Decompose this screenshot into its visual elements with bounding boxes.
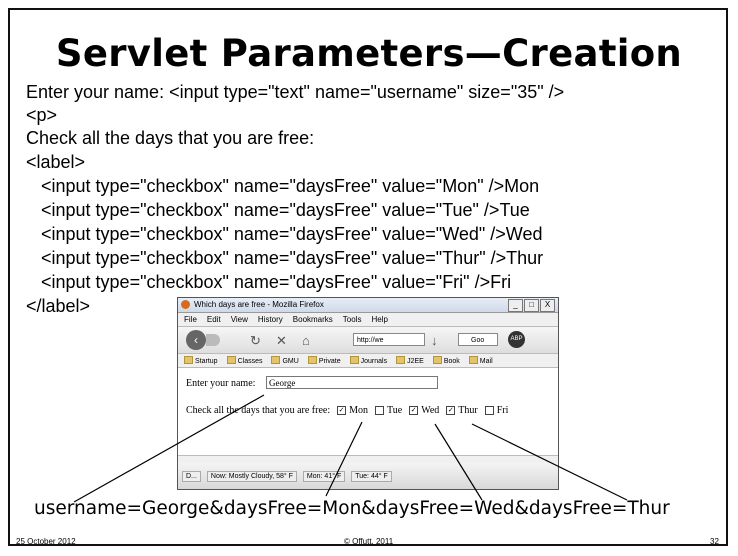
footer-date: 25 October 2012 <box>16 537 76 546</box>
downloads-icon[interactable]: ↓ <box>431 333 438 348</box>
browser-titlebar: Which days are free - Mozilla Firefox _ … <box>178 298 558 313</box>
search-field[interactable]: Goo <box>458 333 498 346</box>
page-number: 32 <box>710 537 719 546</box>
status-item: Mon: 41° F <box>302 470 346 482</box>
day-label: Mon <box>349 405 369 416</box>
arrow-wed <box>434 423 483 501</box>
day-label: Wed <box>421 405 440 416</box>
code-line: Check all the days that you are free: <box>26 128 315 148</box>
query-string: username=George&daysFree=Mon&daysFree=We… <box>34 498 670 519</box>
day-label: Thur <box>458 405 478 416</box>
code-line: <p> <box>26 105 58 125</box>
username-field[interactable]: George <box>266 376 438 389</box>
menu-view[interactable]: View <box>230 315 248 324</box>
firefox-icon <box>181 300 190 309</box>
status-item: Tue: 44° F <box>351 470 392 482</box>
window-title: Which days are free - Mozilla Firefox <box>194 300 324 309</box>
page-content: Enter your name: George Check all the da… <box>178 368 558 456</box>
back-icon[interactable]: ‹ <box>186 330 206 350</box>
status-item: Now: Mostly Cloudy, 58° F <box>206 470 297 482</box>
menu-file[interactable]: File <box>184 315 197 324</box>
code-line: <input type="checkbox" name="daysFree" v… <box>26 224 543 244</box>
bookmark-item[interactable]: Private <box>308 356 341 365</box>
forward-icon[interactable] <box>206 334 220 346</box>
day-label: Tue <box>387 405 403 416</box>
menu-edit[interactable]: Edit <box>206 315 221 324</box>
bookmarks-bar: Startup Classes GMU Private Journals J2E… <box>178 354 558 368</box>
days-label: Check all the days that you are free: <box>186 405 331 416</box>
status-bar: D... Now: Mostly Cloudy, 58° F Mon: 41° … <box>178 463 558 489</box>
arrow-username <box>73 394 265 503</box>
days-row: Check all the days that you are free: ✓M… <box>186 405 508 416</box>
reload-icon[interactable]: ↻ <box>250 333 261 348</box>
adblock-icon[interactable]: ABP <box>508 331 525 348</box>
checkbox-wed[interactable]: ✓ <box>409 406 419 415</box>
bookmark-item[interactable]: GMU <box>271 356 298 365</box>
bookmark-item[interactable]: Journals <box>350 356 387 365</box>
nav-toolbar: ‹ ↻ ✕ ⌂ http://we ↓ Goo ABP <box>178 327 558 354</box>
maximize-button[interactable]: □ <box>524 299 539 312</box>
footer-copyright: © Offutt, 2011 <box>344 537 394 546</box>
minimize-button[interactable]: _ <box>508 299 523 312</box>
menu-bar: File Edit View History Bookmarks Tools H… <box>178 313 558 327</box>
menu-bookmarks[interactable]: Bookmarks <box>292 315 333 324</box>
checkbox-fri[interactable] <box>484 406 494 415</box>
url-field[interactable]: http://we <box>353 333 425 346</box>
code-line: Enter your name: <input type="text" name… <box>26 82 565 102</box>
code-line: <input type="checkbox" name="daysFree" v… <box>26 248 544 268</box>
code-line: <input type="checkbox" name="daysFree" v… <box>26 200 530 220</box>
arrow-mon <box>325 421 363 497</box>
browser-screenshot: Which days are free - Mozilla Firefox _ … <box>177 297 559 490</box>
bookmark-item[interactable]: Startup <box>184 356 218 365</box>
home-icon[interactable]: ⌂ <box>302 333 310 348</box>
bookmark-item[interactable]: Book <box>433 356 460 365</box>
checkbox-thur[interactable]: ✓ <box>446 406 456 415</box>
arrow-thur <box>471 423 628 501</box>
code-line: <input type="checkbox" name="daysFree" v… <box>26 272 512 292</box>
checkbox-mon[interactable]: ✓ <box>337 406 347 415</box>
slide-frame <box>8 8 728 546</box>
menu-history[interactable]: History <box>257 315 283 324</box>
stop-icon[interactable]: ✕ <box>276 333 287 348</box>
code-line: <label> <box>26 152 86 172</box>
status-item: D... <box>182 470 201 482</box>
slide-title: Servlet Parameters—Creation <box>55 32 683 75</box>
code-line: </label> <box>26 296 91 316</box>
menu-help[interactable]: Help <box>371 315 388 324</box>
code-line: <input type="checkbox" name="daysFree" v… <box>26 176 540 196</box>
name-label: Enter your name: <box>186 378 256 389</box>
menu-tools[interactable]: Tools <box>342 315 362 324</box>
day-label: Fri <box>496 405 509 416</box>
bookmark-item[interactable]: J2EE <box>396 356 424 365</box>
bookmark-item[interactable]: Mail <box>469 356 493 365</box>
checkbox-tue[interactable] <box>375 406 385 415</box>
bookmark-item[interactable]: Classes <box>227 356 263 365</box>
close-button[interactable]: X <box>540 299 555 312</box>
